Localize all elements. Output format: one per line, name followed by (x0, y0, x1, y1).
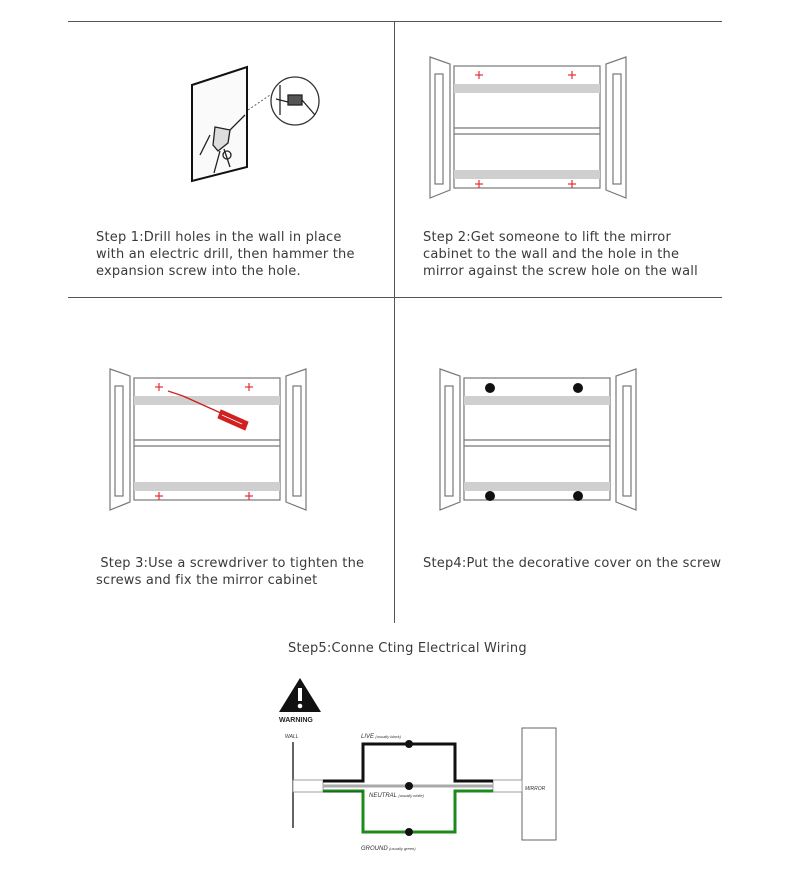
wall-label: WALL (285, 734, 299, 740)
neutral-connector-icon (405, 782, 413, 790)
step1-caption: Step 1:Drill holes in the wall in place … (96, 230, 355, 279)
warning-icon (279, 678, 321, 712)
wiring-diagram: WARNING WALL MIRROR LIVE (usually black)… (279, 678, 557, 852)
screwdriver-icon (167, 390, 249, 431)
step3-caption: Step 3:Use a screwdriver to tighten the … (96, 556, 365, 588)
top-divider (68, 21, 722, 22)
step4-caption: Step4:Put the decorative cover on the sc… (423, 556, 722, 571)
warning-label: WARNING (279, 717, 313, 724)
cover-cap-icon (573, 491, 583, 501)
step4-cabinet-illustration (439, 368, 637, 511)
live-label: LIVE (usually black) (361, 734, 402, 740)
ground-connector-icon (405, 828, 413, 836)
live-connector-icon (405, 740, 413, 748)
neutral-label: NEUTRAL (usually white) (369, 793, 425, 799)
step1-drill-illustration (191, 65, 320, 183)
ground-label: GROUND (usually green) (361, 846, 416, 852)
mirror-label: MIRROR (525, 786, 546, 792)
step3-cabinet-illustration (109, 368, 307, 511)
step2-cabinet-illustration (429, 56, 627, 199)
cover-cap-icon (485, 383, 495, 393)
middle-divider (68, 297, 722, 298)
live-wire (323, 742, 493, 783)
column-divider (394, 21, 395, 623)
step5-title: Step5:Conne Cting Electrical Wiring (288, 641, 527, 656)
cover-cap-icon (485, 491, 495, 501)
step2-caption: Step 2:Get someone to lift the mirror ca… (423, 230, 698, 279)
cover-cap-icon (573, 383, 583, 393)
